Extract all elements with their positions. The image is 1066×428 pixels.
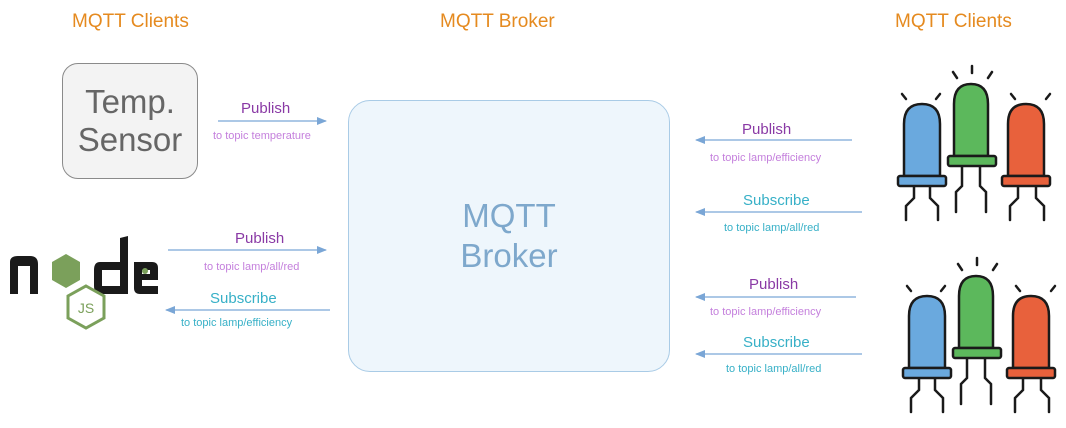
leds2-publish-label: Publish: [749, 276, 799, 293]
nodejs-wordmark: node: [10, 330, 11, 331]
node-publish-label: Publish: [235, 230, 285, 247]
node-publish-topic: to topic lamp/all/red: [204, 261, 300, 273]
left-clients-header: MQTT Clients: [72, 11, 189, 32]
leds2-subscribe-topic: to topic lamp/all/red: [726, 363, 822, 375]
leds1-publish-topic: to topic lamp/efficiency: [710, 152, 822, 164]
broker-label-line1: MQTT: [462, 197, 556, 234]
mqtt-broker-node: MQTT Broker: [348, 100, 670, 372]
leds1-publish-label: Publish: [742, 121, 792, 138]
leds2-publish-topic: to topic lamp/efficiency: [710, 306, 822, 318]
leds-group-1-icon: [896, 64, 1052, 222]
leds1-subscribe-label: Subscribe: [743, 192, 810, 209]
right-clients-header: MQTT Clients: [895, 11, 1012, 32]
nodejs-logo-icon: [10, 236, 158, 330]
nodejs-badge-text: JS: [78, 300, 94, 316]
sensor-publish-topic: to topic temperature: [213, 130, 311, 142]
node-subscribe-topic: to topic lamp/efficiency: [181, 317, 293, 329]
leds-group-2-icon: [901, 256, 1057, 414]
leds1-subscribe-topic: to topic lamp/all/red: [724, 222, 820, 234]
sensor-publish-label: Publish: [241, 100, 291, 117]
broker-label-line2: Broker: [460, 237, 558, 274]
temp-sensor-node: Temp. Sensor: [62, 63, 198, 179]
leds2-subscribe-label: Subscribe: [743, 334, 810, 351]
broker-header: MQTT Broker: [440, 11, 555, 32]
temp-sensor-label-line2: Sensor: [77, 121, 183, 158]
temp-sensor-label-line1: Temp.: [85, 83, 175, 120]
node-subscribe-label: Subscribe: [210, 290, 277, 307]
